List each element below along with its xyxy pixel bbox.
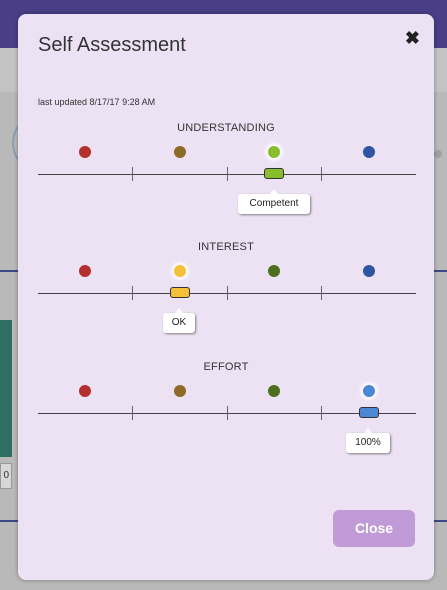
level-1-dot[interactable]: [79, 146, 91, 158]
section-title: INTEREST: [198, 241, 254, 253]
slider-tick: [321, 406, 322, 420]
level-3-dot[interactable]: [268, 146, 280, 158]
level-2-dot[interactable]: [174, 265, 186, 277]
interest-section: INTEREST OK: [18, 241, 434, 351]
level-3-dot[interactable]: [268, 265, 280, 277]
level-4-dot[interactable]: [363, 265, 375, 277]
slider-tooltip: OK: [163, 308, 195, 333]
slider-tick: [321, 286, 322, 300]
slider-tick: [227, 167, 228, 181]
level-3-dot[interactable]: [268, 385, 280, 397]
slider-tooltip: 100%: [346, 428, 390, 453]
slider-tooltip: Competent: [238, 189, 310, 214]
slider-tick: [321, 167, 322, 181]
slider-tick: [132, 406, 133, 420]
level-2-dot[interactable]: [174, 385, 186, 397]
understanding-section: UNDERSTANDING Competent: [18, 122, 434, 232]
close-button[interactable]: Close: [333, 510, 415, 547]
effort-section: EFFORT 100%: [18, 361, 434, 471]
background-indicator: [434, 150, 442, 158]
slider-handle[interactable]: [170, 287, 190, 298]
slider-handle[interactable]: [264, 168, 284, 179]
section-title: UNDERSTANDING: [177, 122, 275, 134]
close-icon[interactable]: ✖: [404, 28, 420, 48]
slider-tick: [132, 167, 133, 181]
self-assessment-modal: Self Assessment ✖ last updated 8/17/17 9…: [18, 14, 434, 580]
slider-tick: [132, 286, 133, 300]
slider-handle[interactable]: [359, 407, 379, 418]
section-title: EFFORT: [203, 361, 249, 373]
last-updated-text: last updated 8/17/17 9:28 AM: [38, 97, 156, 107]
slider-tick: [227, 406, 228, 420]
level-1-dot[interactable]: [79, 385, 91, 397]
level-4-dot[interactable]: [363, 146, 375, 158]
level-2-dot[interactable]: [174, 146, 186, 158]
background-number-field: 0: [0, 463, 12, 489]
level-1-dot[interactable]: [79, 265, 91, 277]
modal-title: Self Assessment: [38, 34, 186, 56]
level-4-dot[interactable]: [363, 385, 375, 397]
slider-tick: [227, 286, 228, 300]
background-panel: [0, 320, 12, 457]
